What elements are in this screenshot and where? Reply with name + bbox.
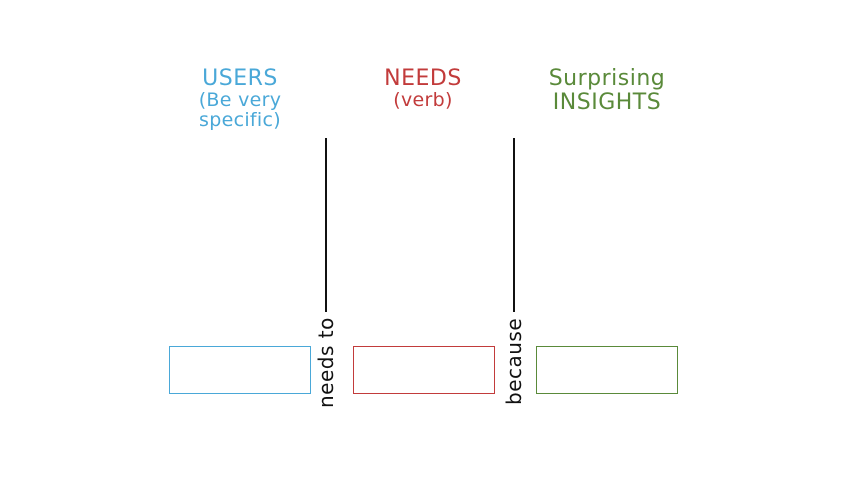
users-input-box[interactable] <box>169 346 311 394</box>
insights-heading: Surprising INSIGHTS <box>517 68 697 114</box>
connector-line-needs-to <box>325 138 327 312</box>
insights-title-line1: Surprising <box>548 66 666 91</box>
connector-label-needs-to: needs to <box>314 317 338 408</box>
needs-title: NEEDS <box>384 66 462 91</box>
users-subtitle-line1: (Be very <box>198 89 282 111</box>
users-heading: USERS (Be very specific) <box>150 68 330 130</box>
connector-label-because: because <box>502 317 526 405</box>
needs-subtitle: (verb) <box>393 89 453 111</box>
insights-input-box[interactable] <box>536 346 678 394</box>
users-subtitle-line2: specific) <box>199 109 281 131</box>
insights-title-line2: INSIGHTS <box>552 90 662 115</box>
users-title: USERS <box>202 66 278 91</box>
needs-heading: NEEDS (verb) <box>333 68 513 110</box>
needs-input-box[interactable] <box>353 346 495 394</box>
connector-line-because <box>513 138 515 312</box>
